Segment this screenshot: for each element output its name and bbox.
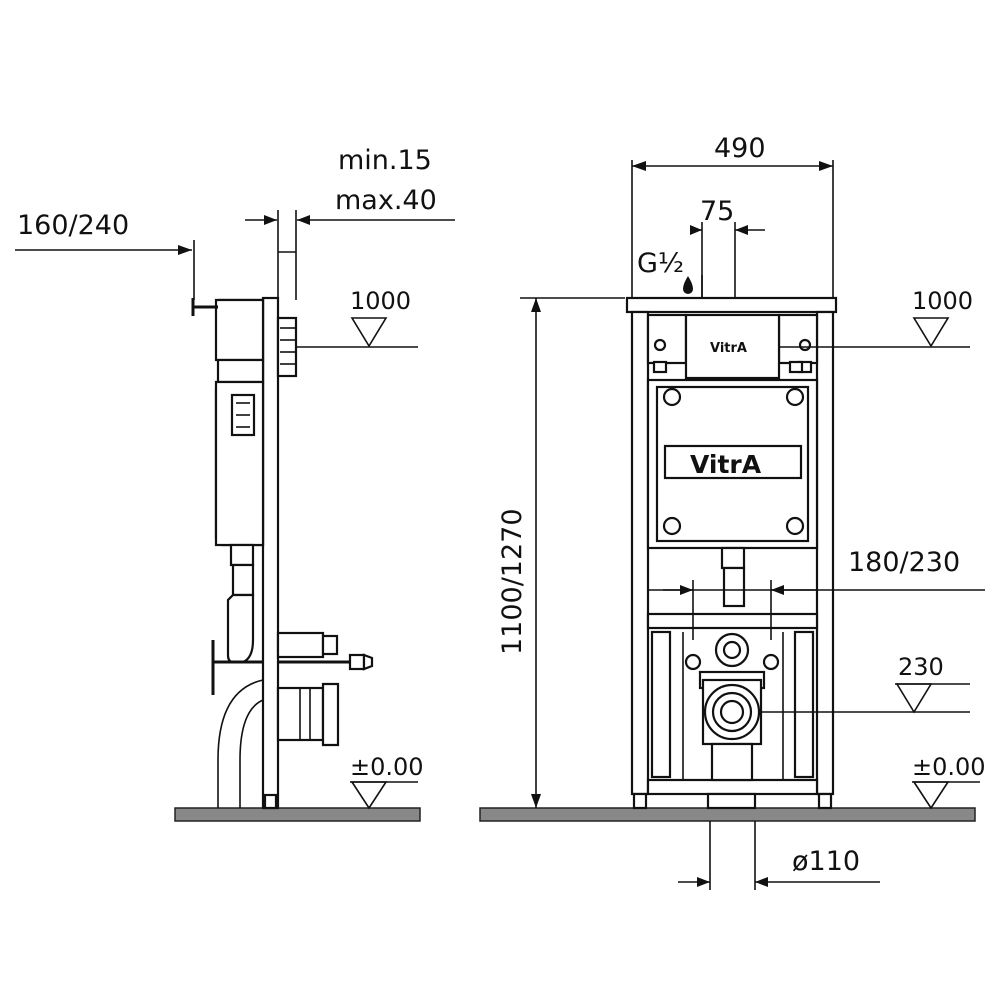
flush-plate-logo: VitrA xyxy=(710,341,747,356)
water-drop-icon xyxy=(683,276,693,294)
depth-dimension-label: 160/240 xyxy=(17,210,129,241)
front-view-floor xyxy=(479,807,976,822)
side-view-floor xyxy=(174,807,421,822)
cistern-logo: VitrA xyxy=(690,450,762,479)
bolt-spacing-label: 180/230 xyxy=(848,547,960,578)
side-frame-post xyxy=(261,296,280,810)
flush-plate xyxy=(684,313,781,380)
wall-min-label: min.15 xyxy=(338,145,432,176)
front-view: 490 75 G½ 1100/1270 xyxy=(497,133,986,890)
height-dimension-label: 1100/1270 xyxy=(497,508,528,655)
side-floor-level-label: ±0.00 xyxy=(350,753,424,781)
drain-height-label: 230 xyxy=(898,653,944,681)
width-dimension-label: 490 xyxy=(714,133,766,164)
drain-diameter-label: ø110 xyxy=(792,846,860,877)
inlet-offset-label: 75 xyxy=(700,196,734,227)
side-flush-height-label: 1000 xyxy=(350,287,411,315)
inlet-thread-label: G½ xyxy=(637,248,684,279)
side-view: 160/240 min.15 max.40 1000 ±0.00 xyxy=(15,145,455,810)
wall-max-label: max.40 xyxy=(335,185,437,216)
front-floor-level-label: ±0.00 xyxy=(912,753,986,781)
front-flush-height-label: 1000 xyxy=(912,287,973,315)
front-left-post xyxy=(630,310,650,796)
front-right-post xyxy=(815,310,835,796)
